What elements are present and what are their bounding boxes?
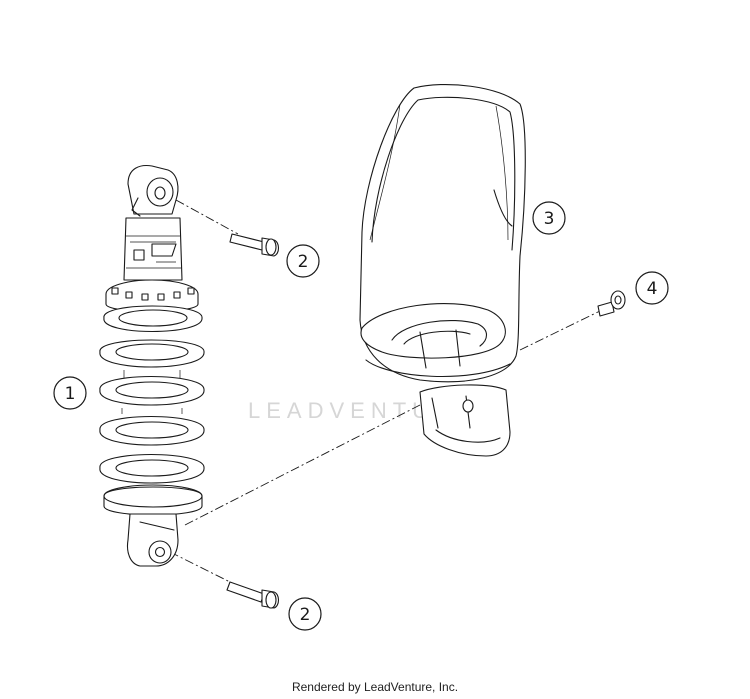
coil-spring bbox=[99, 305, 205, 484]
callout-2-upper: 2 bbox=[286, 244, 320, 278]
preload-notches bbox=[111, 287, 195, 301]
svg-text:2: 2 bbox=[298, 252, 309, 272]
shock-absorber bbox=[99, 164, 205, 567]
svg-text:4: 4 bbox=[647, 279, 658, 299]
svg-text:3: 3 bbox=[544, 209, 555, 229]
leader-lines bbox=[169, 199, 603, 586]
bolt-upper bbox=[229, 233, 280, 257]
callout-2-lower: 2 bbox=[288, 597, 322, 631]
callout-4: 4 bbox=[635, 271, 669, 305]
callout-1: 1 bbox=[53, 376, 87, 410]
bolt-lower bbox=[226, 581, 280, 609]
shock-guard bbox=[359, 83, 526, 457]
svg-text:2: 2 bbox=[300, 605, 311, 625]
screw bbox=[597, 290, 626, 317]
footer-credit: Rendered by LeadVenture, Inc. bbox=[291, 680, 459, 694]
svg-text:1: 1 bbox=[65, 384, 76, 404]
callout-3: 3 bbox=[532, 201, 566, 235]
